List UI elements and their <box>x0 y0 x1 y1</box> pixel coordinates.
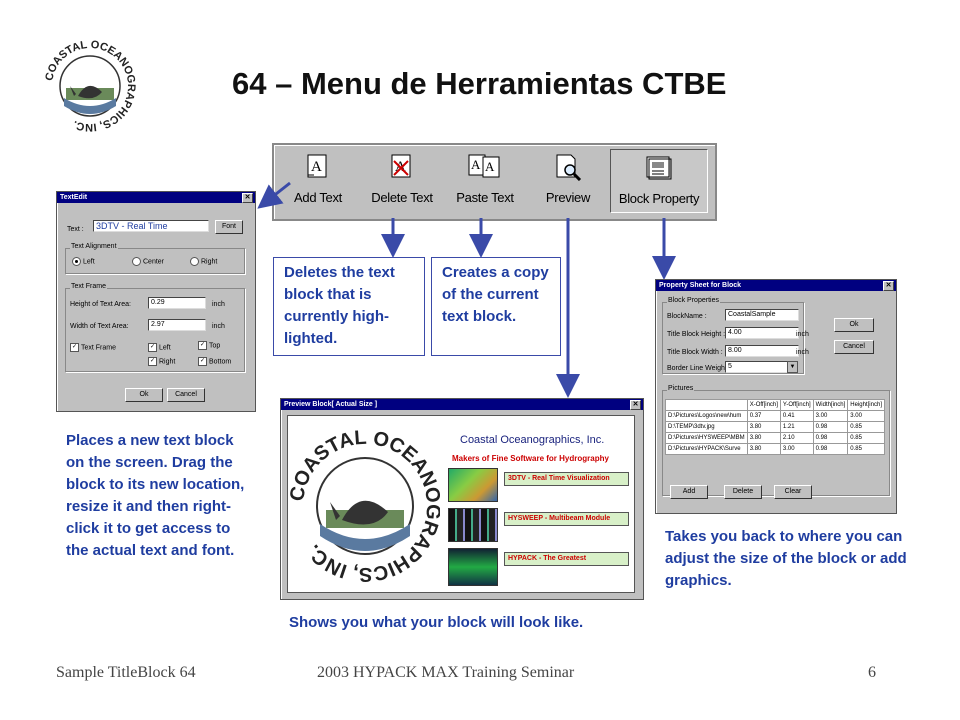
svg-text:A: A <box>311 159 322 175</box>
preview-magnifier-icon <box>556 154 582 181</box>
right-checkbox[interactable]: ✓Right <box>148 357 176 366</box>
font-button[interactable]: Font <box>215 220 243 234</box>
preview-dialog: Preview Block[ Actual Size ]✕ COASTAL OC… <box>280 398 644 600</box>
align-left-radio[interactable]: Left <box>72 257 95 266</box>
add-text-icon: A <box>307 154 327 178</box>
top-checkbox[interactable]: ✓Top <box>198 341 221 350</box>
footer-center: 2003 HYPACK MAX Training Seminar <box>317 664 575 681</box>
page-number: 6 <box>868 664 876 681</box>
svg-text:A: A <box>485 159 495 174</box>
text-frame-group: Text Frame Height of Text Area: 0.29 inc… <box>65 283 245 372</box>
cancel-button[interactable]: Cancel <box>167 388 205 402</box>
preview-titlebar: Preview Block[ Actual Size ]✕ <box>281 399 643 410</box>
text-alignment-group: Text Alignment Left Center Right <box>65 243 245 274</box>
delete-text-button[interactable]: A Delete Text <box>364 149 440 211</box>
delete-text-icon: A <box>391 154 411 178</box>
pictures-table[interactable]: X-Off[inch]Y-Off[inch]Width[inch]Height[… <box>665 399 885 455</box>
clear-pictures-button[interactable]: Clear <box>774 485 812 499</box>
property-titlebar: Property Sheet for Block✕ <box>656 280 896 291</box>
border-weight-select[interactable]: 5 <box>725 361 789 373</box>
block-property-description: Takes you back to where you can adjust t… <box>665 528 907 589</box>
delete-picture-button[interactable]: Delete <box>724 485 762 499</box>
preview-item: HYSWEEP - Multibeam Module <box>504 512 629 526</box>
3dtv-thumbnail <box>448 468 498 502</box>
block-width-input[interactable]: 8.00 <box>725 345 799 357</box>
preview-logo: COASTAL OCEANOGRAPHICS, INC. <box>290 427 440 584</box>
height-input[interactable]: 0.29 <box>148 297 206 309</box>
delete-text-callout: Deletes the text block that is currently… <box>273 257 425 356</box>
left-checkbox[interactable]: ✓Left <box>148 343 171 352</box>
block-properties-group: Block Properties BlockName : CoastalSamp… <box>662 297 804 374</box>
add-text-description: Places a new text block on the screen. D… <box>66 432 245 559</box>
pictures-group: Pictures X-Off[inch]Y-Off[inch]Width[inc… <box>662 385 890 496</box>
preview-button[interactable]: Preview <box>532 149 604 211</box>
svg-text:A: A <box>471 157 481 172</box>
coastal-oceanographics-logo: COASTAL OCEANOGRAPHICS, INC. <box>43 39 137 133</box>
block-property-icon <box>646 156 672 180</box>
blockname-input[interactable]: CoastalSample <box>725 309 799 321</box>
property-sheet-dialog: Property Sheet for Block✕ Block Properti… <box>655 279 897 514</box>
slide-title: 64 – Menu de Herramientas CTBE <box>232 66 727 101</box>
property-ok-button[interactable]: Ok <box>834 318 874 332</box>
close-icon[interactable]: ✕ <box>883 281 894 291</box>
add-picture-button[interactable]: Add <box>670 485 708 499</box>
textedit-titlebar: TextEdit✕ <box>57 192 255 203</box>
hysweep-thumbnail <box>448 508 498 542</box>
width-input[interactable]: 2.97 <box>148 319 206 331</box>
bottom-checkbox[interactable]: ✓Bottom <box>198 357 232 366</box>
text-input[interactable]: 3DTV - Real Time <box>93 220 209 232</box>
close-icon[interactable]: ✕ <box>630 400 641 410</box>
chevron-down-icon[interactable]: ▼ <box>787 361 798 373</box>
align-center-radio[interactable]: Center <box>132 257 164 266</box>
add-text-button[interactable]: A Add Text <box>280 149 356 211</box>
table-header-row: X-Off[inch]Y-Off[inch]Width[inch]Height[… <box>665 399 885 411</box>
align-right-radio[interactable]: Right <box>190 257 217 266</box>
ok-button[interactable]: Ok <box>125 388 163 402</box>
preview-tagline: Makers of Fine Software for Hydrography <box>452 454 609 463</box>
hypack-thumbnail <box>448 548 498 586</box>
preview-canvas: COASTAL OCEANOGRAPHICS, INC. Coastal Oce… <box>287 415 635 593</box>
footer-left: Sample TitleBlock 64 <box>56 664 196 681</box>
paste-text-callout: Creates a copy of the current text block… <box>431 257 561 356</box>
preview-item: HYPACK - The Greatest <box>504 552 629 566</box>
close-icon[interactable]: ✕ <box>242 193 253 203</box>
preview-company: Coastal Oceanographics, Inc. <box>460 434 605 446</box>
add-text-arrow <box>257 181 291 209</box>
preview-description: Shows you what your block will look like… <box>289 614 584 631</box>
block-property-button[interactable]: Block Property <box>610 149 708 213</box>
block-height-input[interactable]: 4.00 <box>725 327 799 339</box>
property-cancel-button[interactable]: Cancel <box>834 340 874 354</box>
textedit-dialog: TextEdit✕ Text : 3DTV - Real Time Font T… <box>56 191 256 412</box>
text-frame-checkbox[interactable]: ✓Text Frame <box>70 343 117 352</box>
ctbe-toolbar: A Add Text A Delete Text AA Paste Text P… <box>272 143 717 221</box>
preview-item: 3DTV - Real Time Visualization <box>504 472 629 486</box>
